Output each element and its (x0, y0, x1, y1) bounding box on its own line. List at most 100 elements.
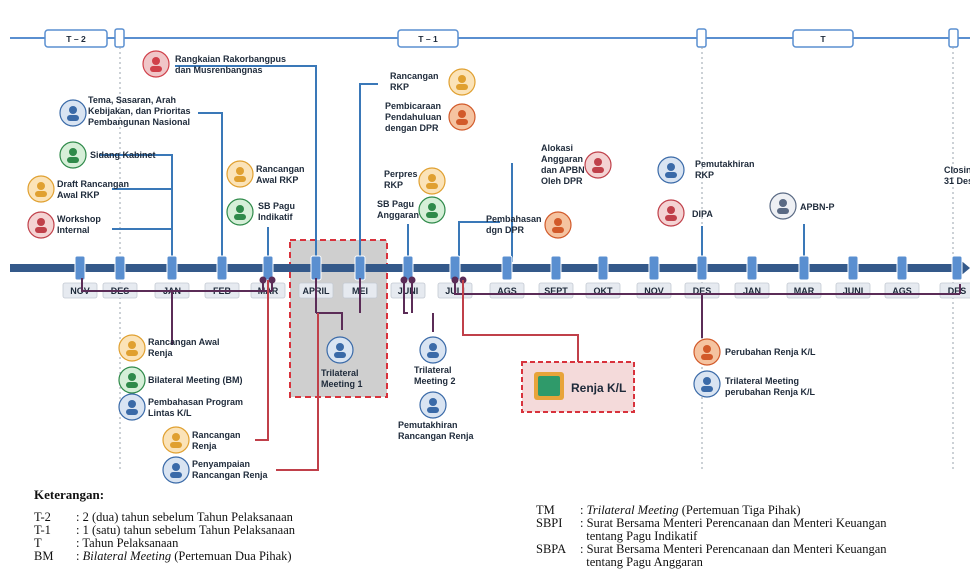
speaker-icon (544, 211, 572, 239)
month-label: AGS (892, 286, 912, 296)
team-icon (118, 393, 146, 421)
label-line: Workshop (57, 214, 101, 224)
label-dipa: DIPA (692, 209, 713, 219)
parliament-icon (584, 151, 612, 179)
month-tick: NOV (636, 255, 672, 299)
label-line: DIPA (692, 209, 713, 219)
month-label: JUNI (843, 286, 864, 296)
legend-title: Keterangan: (34, 487, 105, 502)
period-tag-t: T (792, 29, 854, 48)
label-apbn-p: APBN-P (800, 202, 835, 212)
label-line: Oleh DPR (541, 176, 583, 186)
label-line: Pemutakhiran (398, 420, 458, 430)
month-tick: JAN (734, 255, 770, 299)
icons (27, 50, 797, 484)
month-tick: MAR (786, 255, 822, 299)
legend-item: T-1: 1 (satu) tahun sebelum Tahun Pelaks… (34, 523, 295, 537)
label-line: Rancangan Awal (148, 337, 220, 347)
legend-item: BM: Bilateral Meeting (Pertemuan Dua Pih… (34, 549, 292, 563)
label-line: dengan DPR (385, 123, 439, 133)
month-label: JUNI (398, 286, 419, 296)
document-icon (118, 334, 146, 362)
label-line: Anggaran (377, 210, 419, 220)
label-line: Trilateral (321, 368, 359, 378)
month-tick: OKT (585, 255, 621, 299)
label-perubahan-renja: Perubahan Renja K/L (725, 347, 816, 357)
label-line: Renja (192, 441, 218, 451)
month-tick: AGS (489, 255, 525, 299)
label-line: perubahan Renja K/L (725, 387, 816, 397)
label-line: Indikatif (258, 212, 294, 222)
cabinet-icon (59, 141, 87, 169)
month-label: OKT (594, 286, 614, 296)
month-label: NOV (70, 286, 90, 296)
label-line: Awal RKP (57, 190, 99, 200)
label-line: Lintas K/L (148, 408, 192, 418)
label-sidang-kabinet: Sidang Kabinet (90, 150, 156, 160)
month-label: MAR (794, 286, 815, 296)
month-label: DES (693, 286, 712, 296)
person-icon (693, 338, 721, 366)
label-line: Meeting 2 (414, 376, 456, 386)
label-line: Pendahuluan (385, 112, 442, 122)
label-line: Pembicaraan (385, 101, 441, 111)
renja-kl-box: Renja K/L (521, 361, 635, 413)
connectors-below (81, 278, 961, 345)
legend-right: TM: Trilateral Meeting (Pertemuan Tiga P… (536, 504, 887, 569)
label-line: Kebijakan, dan Prioritas (88, 106, 191, 116)
legend-item: TM: Trilateral Meeting (Pertemuan Tiga P… (536, 503, 801, 517)
legend-left: T-2: 2 (dua) tahun sebelum Tahun Pelaksa… (34, 511, 295, 563)
svg-text:T – 2: T – 2 (66, 34, 86, 44)
month-label: DES (948, 286, 967, 296)
label-line: Perpres (384, 169, 418, 179)
label-line: Rancangan Renja (192, 470, 269, 480)
svg-text:T – 1: T – 1 (418, 34, 438, 44)
label-line: Closing (944, 165, 970, 175)
label-line: Pembahasan (486, 214, 542, 224)
connectors-red (255, 280, 579, 471)
month-tick: AGS (884, 255, 920, 299)
legend-item: tentang Pagu Anggaran (586, 555, 703, 569)
rakorbangpus-icon (142, 50, 170, 78)
update-icon (419, 391, 447, 419)
label-line: Draft Rancangan (57, 179, 129, 189)
folder-icon (657, 199, 685, 227)
label-line: Rancangan (256, 164, 305, 174)
month-label: NOV (644, 286, 664, 296)
month-tick: DES (939, 255, 970, 299)
legend-item: SBPA: Surat Bersama Menteri Perencanaan … (536, 542, 887, 556)
label-line: Alokasi (541, 143, 573, 153)
year-marker (696, 28, 707, 48)
legend-item: tentang Pagu Indikatif (586, 529, 698, 543)
label-line: dan APBN (541, 165, 585, 175)
month-label: SEPT (544, 286, 568, 296)
month-tick: NOV (62, 255, 98, 299)
label-line: Perubahan Renja K/L (725, 347, 816, 357)
workshop-icon (27, 211, 55, 239)
checklist-icon (769, 192, 797, 220)
label-line: Trilateral Meeting (725, 376, 799, 386)
update-icon (657, 156, 685, 184)
period-tag-t2: T – 2 (44, 29, 108, 48)
label-line: Bilateral Meeting (BM) (148, 375, 243, 385)
month-tick: JUNI (835, 255, 871, 299)
label-line: RKP (695, 170, 714, 180)
legend-item: SBPI: Surat Bersama Menteri Perencanaan … (536, 516, 887, 530)
trilateral-icon (693, 370, 721, 398)
label-line: Penyampaian (192, 459, 250, 469)
label-line: Rancangan (192, 430, 241, 440)
